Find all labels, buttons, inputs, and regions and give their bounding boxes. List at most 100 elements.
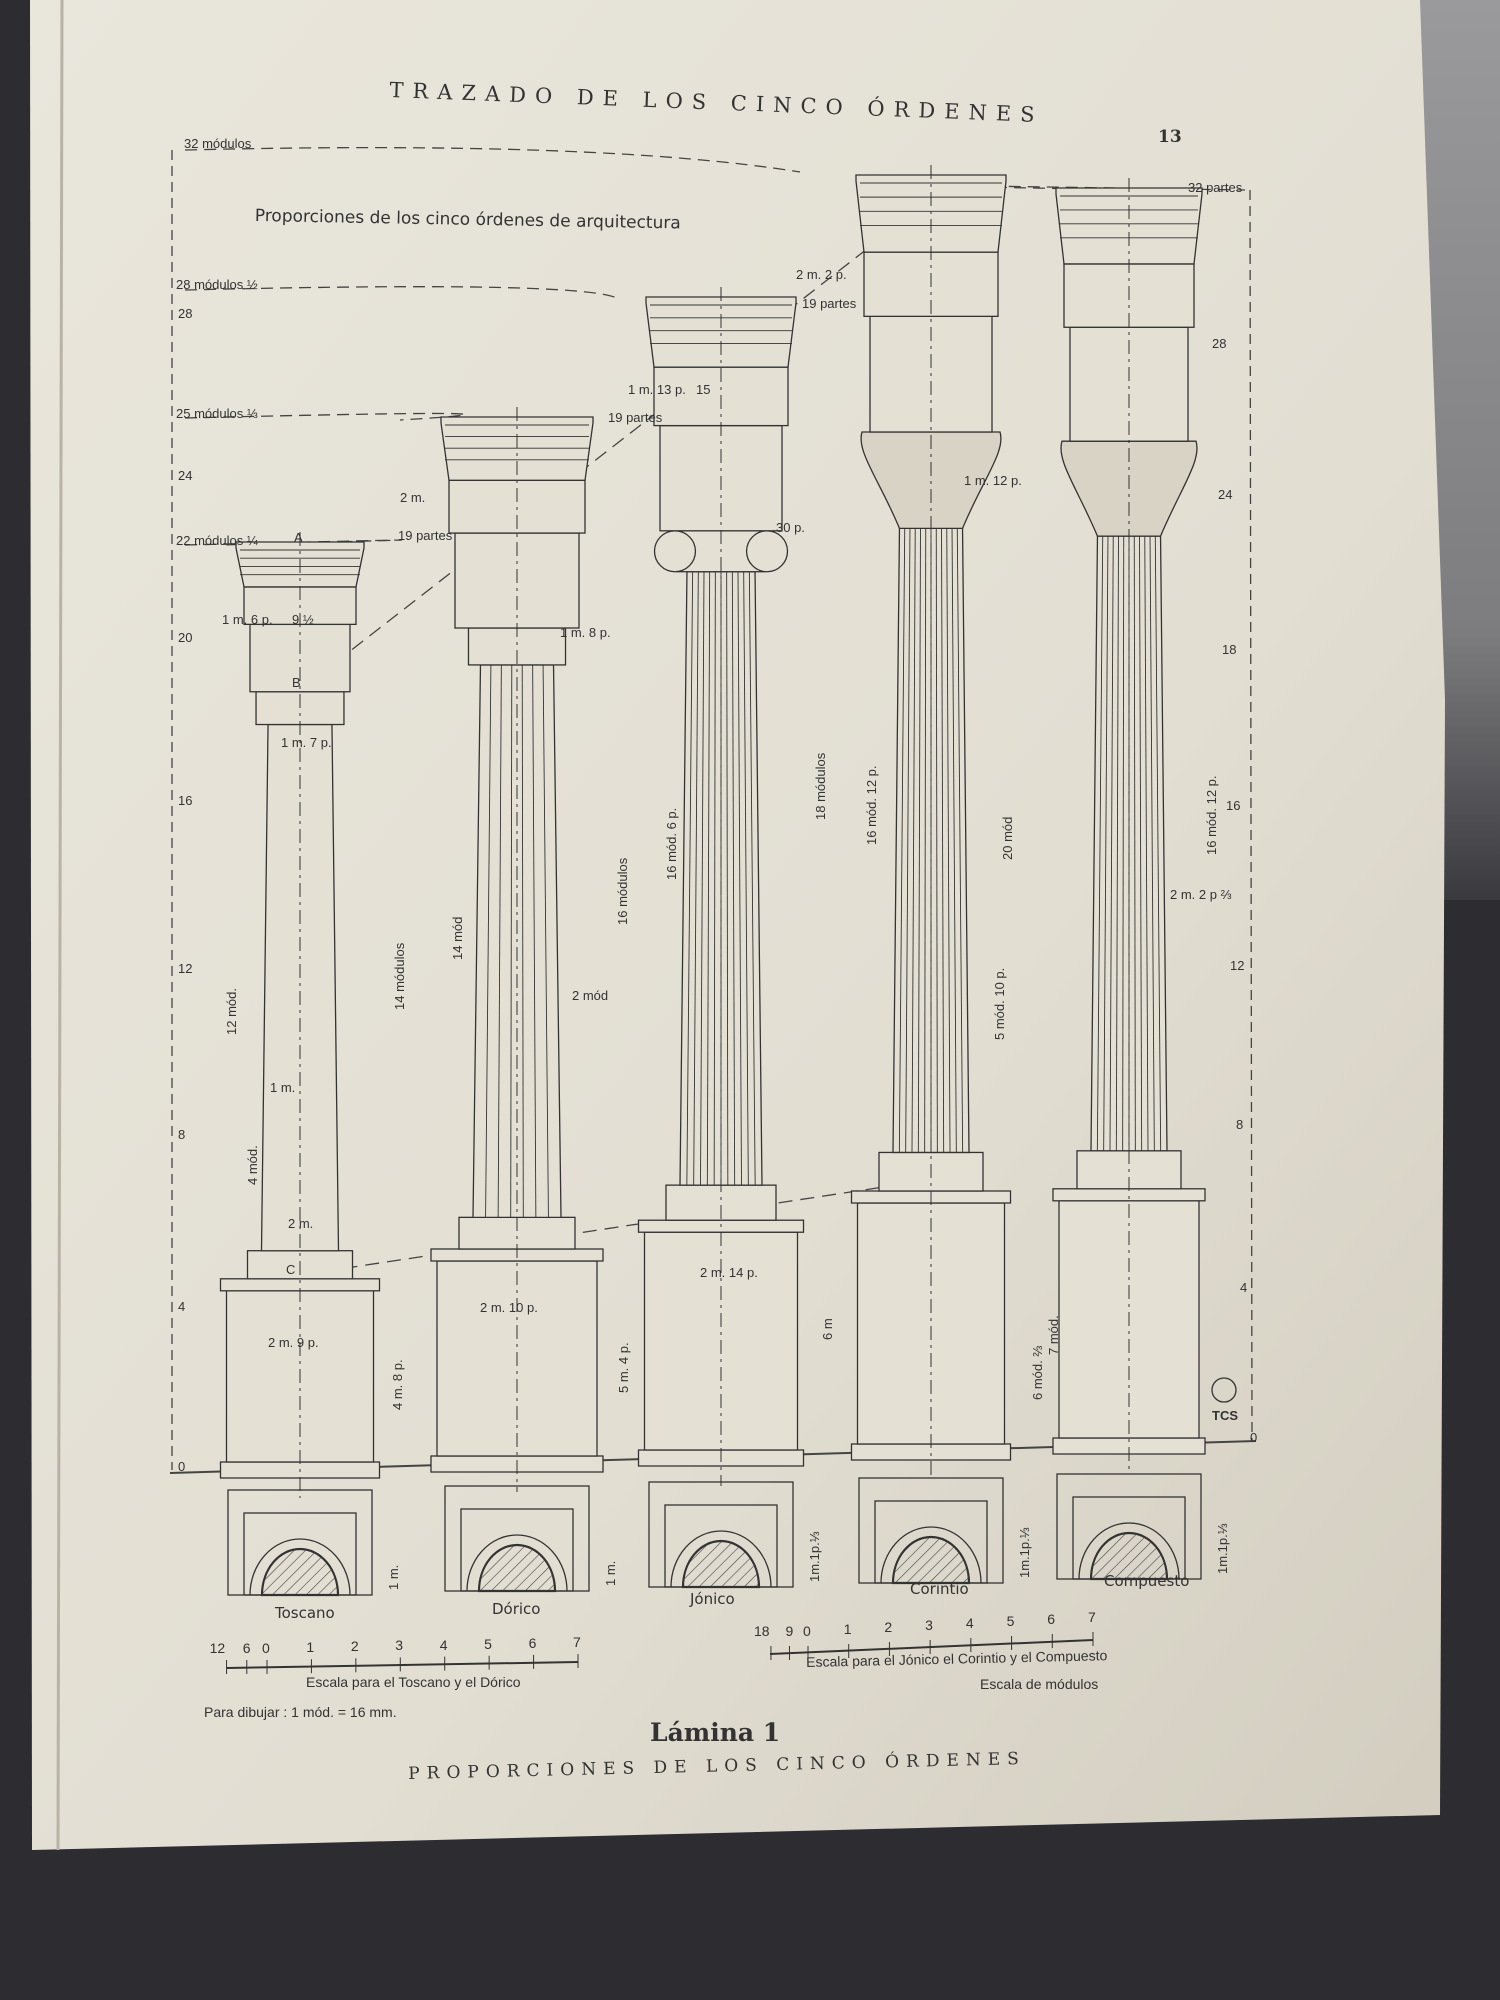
dimension-label: 2 m. 2 p ⅔ [1170, 887, 1232, 902]
section-shaft-hatched [891, 1535, 971, 1585]
scale-ticks [770, 1632, 1094, 1660]
left-scale-label: 12 [178, 961, 193, 976]
dimension-label: 2 mód [572, 988, 609, 1003]
page-gutter [56, 0, 64, 1851]
dimension-label: 16 mód. 12 p. [864, 765, 879, 846]
level-line-28 [184, 286, 621, 301]
order-name-corintio: Corintio [910, 1580, 969, 1598]
dimension-label: 1 m. 13 p. [628, 382, 686, 397]
shaft-flute [700, 571, 705, 1186]
left-scale-label: 0 [178, 1459, 186, 1474]
shaft-flute [532, 664, 537, 1218]
level-32-modulos: 32 módulos [184, 136, 252, 151]
right-scale-label: 24 [1218, 487, 1233, 502]
right-scale-label: 16 [1226, 798, 1241, 813]
shaft-flute [1122, 536, 1125, 1151]
scale-tick-label: 0 [803, 1623, 811, 1639]
shaft-flute [1154, 536, 1162, 1151]
section-outer-arc [1078, 1522, 1180, 1580]
tcs-mark: TCS [1212, 1408, 1238, 1423]
order-name-jonico: Jónico [690, 1590, 735, 1608]
section-outer-arc [249, 1538, 351, 1596]
pedestal-die [856, 1202, 1006, 1445]
scale-tick-label: 1 [306, 1639, 315, 1656]
dimension-label: 5 m. 4 p. [616, 1342, 631, 1393]
dimension-label: 14 módulos [392, 942, 407, 1010]
section-outer-arc [466, 1534, 568, 1592]
dimension-label: 2 m. 14 p. [700, 1265, 758, 1280]
volute [653, 530, 697, 573]
order-name-dorico: Dórico [492, 1600, 541, 1618]
level-28-modulos: 28 módulos ½ [176, 277, 258, 292]
dimension-label: 5 mód. 10 p. [992, 967, 1007, 1040]
dimension-label: 2 m. [400, 490, 426, 505]
scale-ticks [226, 1654, 579, 1674]
volute [745, 530, 789, 573]
column-toscano [219, 532, 381, 1597]
shaft-flute [941, 528, 945, 1153]
dimension-label: 1 m. 12 p. [964, 473, 1022, 488]
dimension-label: 9 ½ [292, 612, 314, 627]
plate-title: Lámina 1 [650, 1718, 781, 1747]
dimension-label: 14 mód [450, 916, 465, 960]
shaft-flute [935, 528, 938, 1153]
diagonal-c [299, 1179, 931, 1276]
left-scale-label: 4 [178, 1299, 186, 1314]
dimension-label: 15 [696, 382, 711, 397]
tcs-seal [1211, 1377, 1237, 1403]
parts-label-corinthian: 19 partes [802, 296, 857, 311]
dimension-label: 1 m. 6 p. [222, 612, 273, 627]
left-scale-label: 24 [178, 468, 193, 483]
dimension-label: 16 mód. 12 p. [1204, 775, 1219, 856]
column-compuesto [1052, 178, 1206, 1581]
shaft-flute [951, 528, 957, 1153]
drawing-note: Para dibujar : 1 mód. = 16 mm. [204, 1704, 397, 1720]
dimension-label: 1 m. [270, 1080, 296, 1095]
right-scale-label: 12 [1230, 958, 1245, 973]
order-name-compuesto: Compuesto [1104, 1572, 1190, 1590]
dimension-label: 2 m. 2 p. [796, 267, 847, 282]
left-scale-label: 28 [178, 306, 193, 321]
shaft-flute [542, 664, 549, 1218]
dimension-label: 1 m. 8 p. [560, 625, 611, 640]
left-scale-label: 8 [178, 1127, 186, 1142]
scale-tick-label: 3 [925, 1617, 933, 1633]
scale-tick-label: 6 [242, 1640, 251, 1656]
scale-tick-label: 9 [785, 1623, 794, 1639]
dimension-label: 2 m. 9 p. [268, 1335, 319, 1350]
left-scale-caption: Escala para el Toscano y el Dórico [306, 1674, 521, 1690]
section-dimension-toscano: 1 m. [386, 1564, 401, 1590]
shaft-flute [737, 571, 742, 1186]
dimension-label: 6 mód. ⅔ [1030, 1345, 1045, 1400]
scale-tick-label: 5 [484, 1635, 492, 1652]
section-shaft-hatched [477, 1543, 557, 1593]
right-axis [1249, 189, 1253, 1441]
section-shaft-hatched [681, 1539, 761, 1589]
section-dimension-jonico: 1m.1p.⅓ [807, 1531, 822, 1582]
dimension-label: 16 módulos [615, 857, 630, 925]
scale-tick-label: 12 [209, 1640, 226, 1656]
scale-tick-label: 5 [1006, 1613, 1015, 1629]
scale-bar [769, 1639, 1094, 1655]
section-dimension-compuesto: 1m.1p.⅓ [1215, 1523, 1230, 1574]
right-scale-label: 0 [1250, 1430, 1258, 1445]
dimension-label: 18 módulos [813, 752, 828, 820]
column-jonico [637, 287, 805, 1589]
scale-tick-label: 4 [439, 1636, 448, 1653]
shaft-flute [726, 571, 729, 1186]
scale-tick-label: 6 [528, 1634, 537, 1651]
dimension-label: 20 mód [1000, 816, 1015, 860]
dimension-label: 4 m. 8 p. [390, 1359, 405, 1410]
shaft-flute [731, 571, 736, 1186]
dimension-label: 30 p. [776, 520, 805, 535]
level-line-32 [184, 146, 801, 173]
point-b: B [292, 675, 301, 690]
scale-bar [226, 1661, 579, 1669]
dimension-label: 12 mód. [224, 988, 239, 1035]
scale-tick-label: 18 [753, 1623, 770, 1639]
dimension-label: 6 m [820, 1318, 835, 1340]
scale-tick-label: 1 [843, 1621, 852, 1637]
section-shaft-hatched [260, 1547, 340, 1597]
corinthian-capital [860, 431, 1002, 530]
